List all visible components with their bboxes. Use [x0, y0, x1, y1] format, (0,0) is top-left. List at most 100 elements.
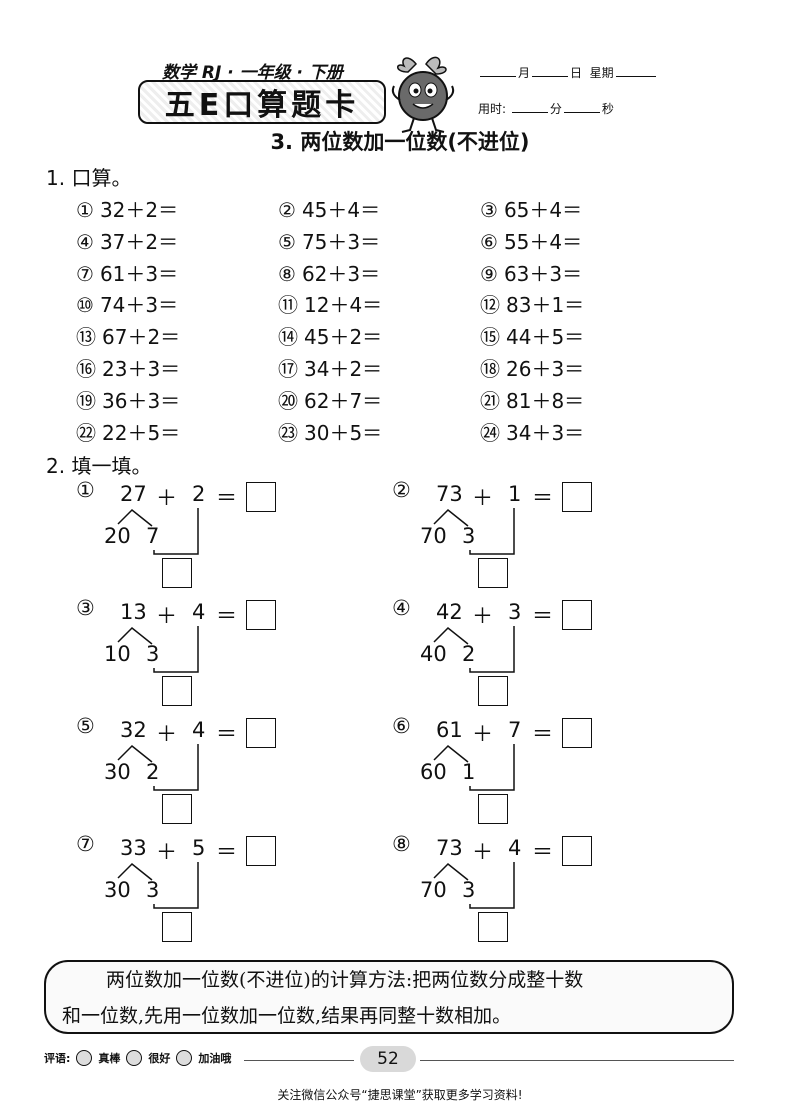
answer-box[interactable]: [562, 482, 592, 512]
item-number: ④: [392, 596, 411, 620]
addend-two-digit: 27: [120, 482, 147, 506]
problem-number: ⑦: [76, 261, 94, 286]
problem-expression: 23＋3＝: [102, 357, 181, 381]
ones-part: 2: [462, 642, 476, 666]
addend-two-digit: 33: [120, 836, 147, 860]
answer-box[interactable]: [562, 836, 592, 866]
decomposition-lines: [433, 626, 515, 673]
answer-box[interactable]: [562, 718, 592, 748]
problem-expression: 63＋3＝: [503, 261, 583, 286]
problem-expression: 12＋4＝: [304, 293, 383, 318]
star-face-icon[interactable]: [76, 1050, 93, 1066]
problem-number: ㉔: [480, 420, 500, 445]
card-title: 五E口算题卡: [138, 80, 386, 124]
problem-expression: 44＋5＝: [506, 325, 585, 350]
answer-box[interactable]: [246, 600, 276, 630]
tens-part: 70: [420, 878, 447, 902]
cheer-face-icon[interactable]: [176, 1050, 193, 1066]
partial-sum-box[interactable]: [478, 676, 508, 706]
problem-expression: 67＋2＝: [102, 325, 181, 350]
time-field[interactable]: 用时: 分秒: [478, 102, 614, 116]
problem-expression: 37＋2＝: [99, 229, 179, 254]
item-number: ⑥: [392, 714, 411, 738]
addend-one-digit: 5: [192, 836, 206, 860]
tens-part: 10: [104, 642, 131, 666]
partial-sum-box[interactable]: [478, 558, 508, 588]
plus-sign: ＋: [472, 486, 493, 510]
lesson-title: 3. 两位数加一位数(不进位): [270, 130, 530, 154]
problem-number: ⑮: [480, 325, 500, 350]
decomposition-lines: [117, 508, 199, 555]
book-subtitle: 数学 RJ · 一年级 · 下册: [162, 63, 343, 83]
partial-sum-box[interactable]: [162, 794, 192, 824]
addend-one-digit: 2: [192, 482, 206, 506]
decomposition-lines: [117, 862, 199, 909]
plus-sign: ＋: [156, 604, 177, 628]
problem-number: ②: [278, 198, 296, 222]
problem-expression: 36＋3＝: [102, 388, 181, 413]
problem-number: ⑫: [480, 293, 500, 318]
problem-expression: 81＋8＝: [506, 388, 585, 413]
ones-part: 3: [462, 524, 476, 548]
answer-box[interactable]: [246, 482, 276, 512]
ones-part: 3: [146, 642, 160, 666]
tens-part: 40: [420, 642, 447, 666]
plus-sign: ＋: [472, 604, 493, 628]
partial-sum-box[interactable]: [478, 912, 508, 942]
equals-sign: ＝: [532, 486, 553, 510]
smile-face-icon[interactable]: [126, 1050, 143, 1066]
date-field[interactable]: 月日 星期: [478, 64, 658, 81]
addend-two-digit: 61: [436, 718, 463, 742]
partial-sum-box[interactable]: [162, 676, 192, 706]
answer-box[interactable]: [246, 836, 276, 866]
bottom-note: 关注微信公众号“捷思课堂”获取更多学习资料!: [277, 1088, 523, 1102]
problem-number: ⑭: [278, 325, 298, 350]
ones-part: 1: [462, 760, 476, 784]
partial-sum-box[interactable]: [162, 558, 192, 588]
decomposition-lines: [433, 862, 515, 909]
partial-sum-box[interactable]: [478, 794, 508, 824]
problem-number: ①: [76, 198, 94, 222]
item-number: ①: [76, 478, 95, 502]
ones-part: 2: [146, 760, 160, 784]
problem-expression: 83＋1＝: [506, 293, 585, 318]
answer-box[interactable]: [246, 718, 276, 748]
equals-sign: ＝: [216, 722, 237, 746]
rating-label: 评语:: [44, 1052, 71, 1065]
answer-box[interactable]: [562, 600, 592, 630]
decomposition-lines: [433, 744, 515, 791]
problem-number: ㉒: [76, 420, 96, 445]
addend-two-digit: 42: [436, 600, 463, 624]
partial-sum-box[interactable]: [162, 912, 192, 942]
item-number: ⑦: [76, 832, 95, 856]
